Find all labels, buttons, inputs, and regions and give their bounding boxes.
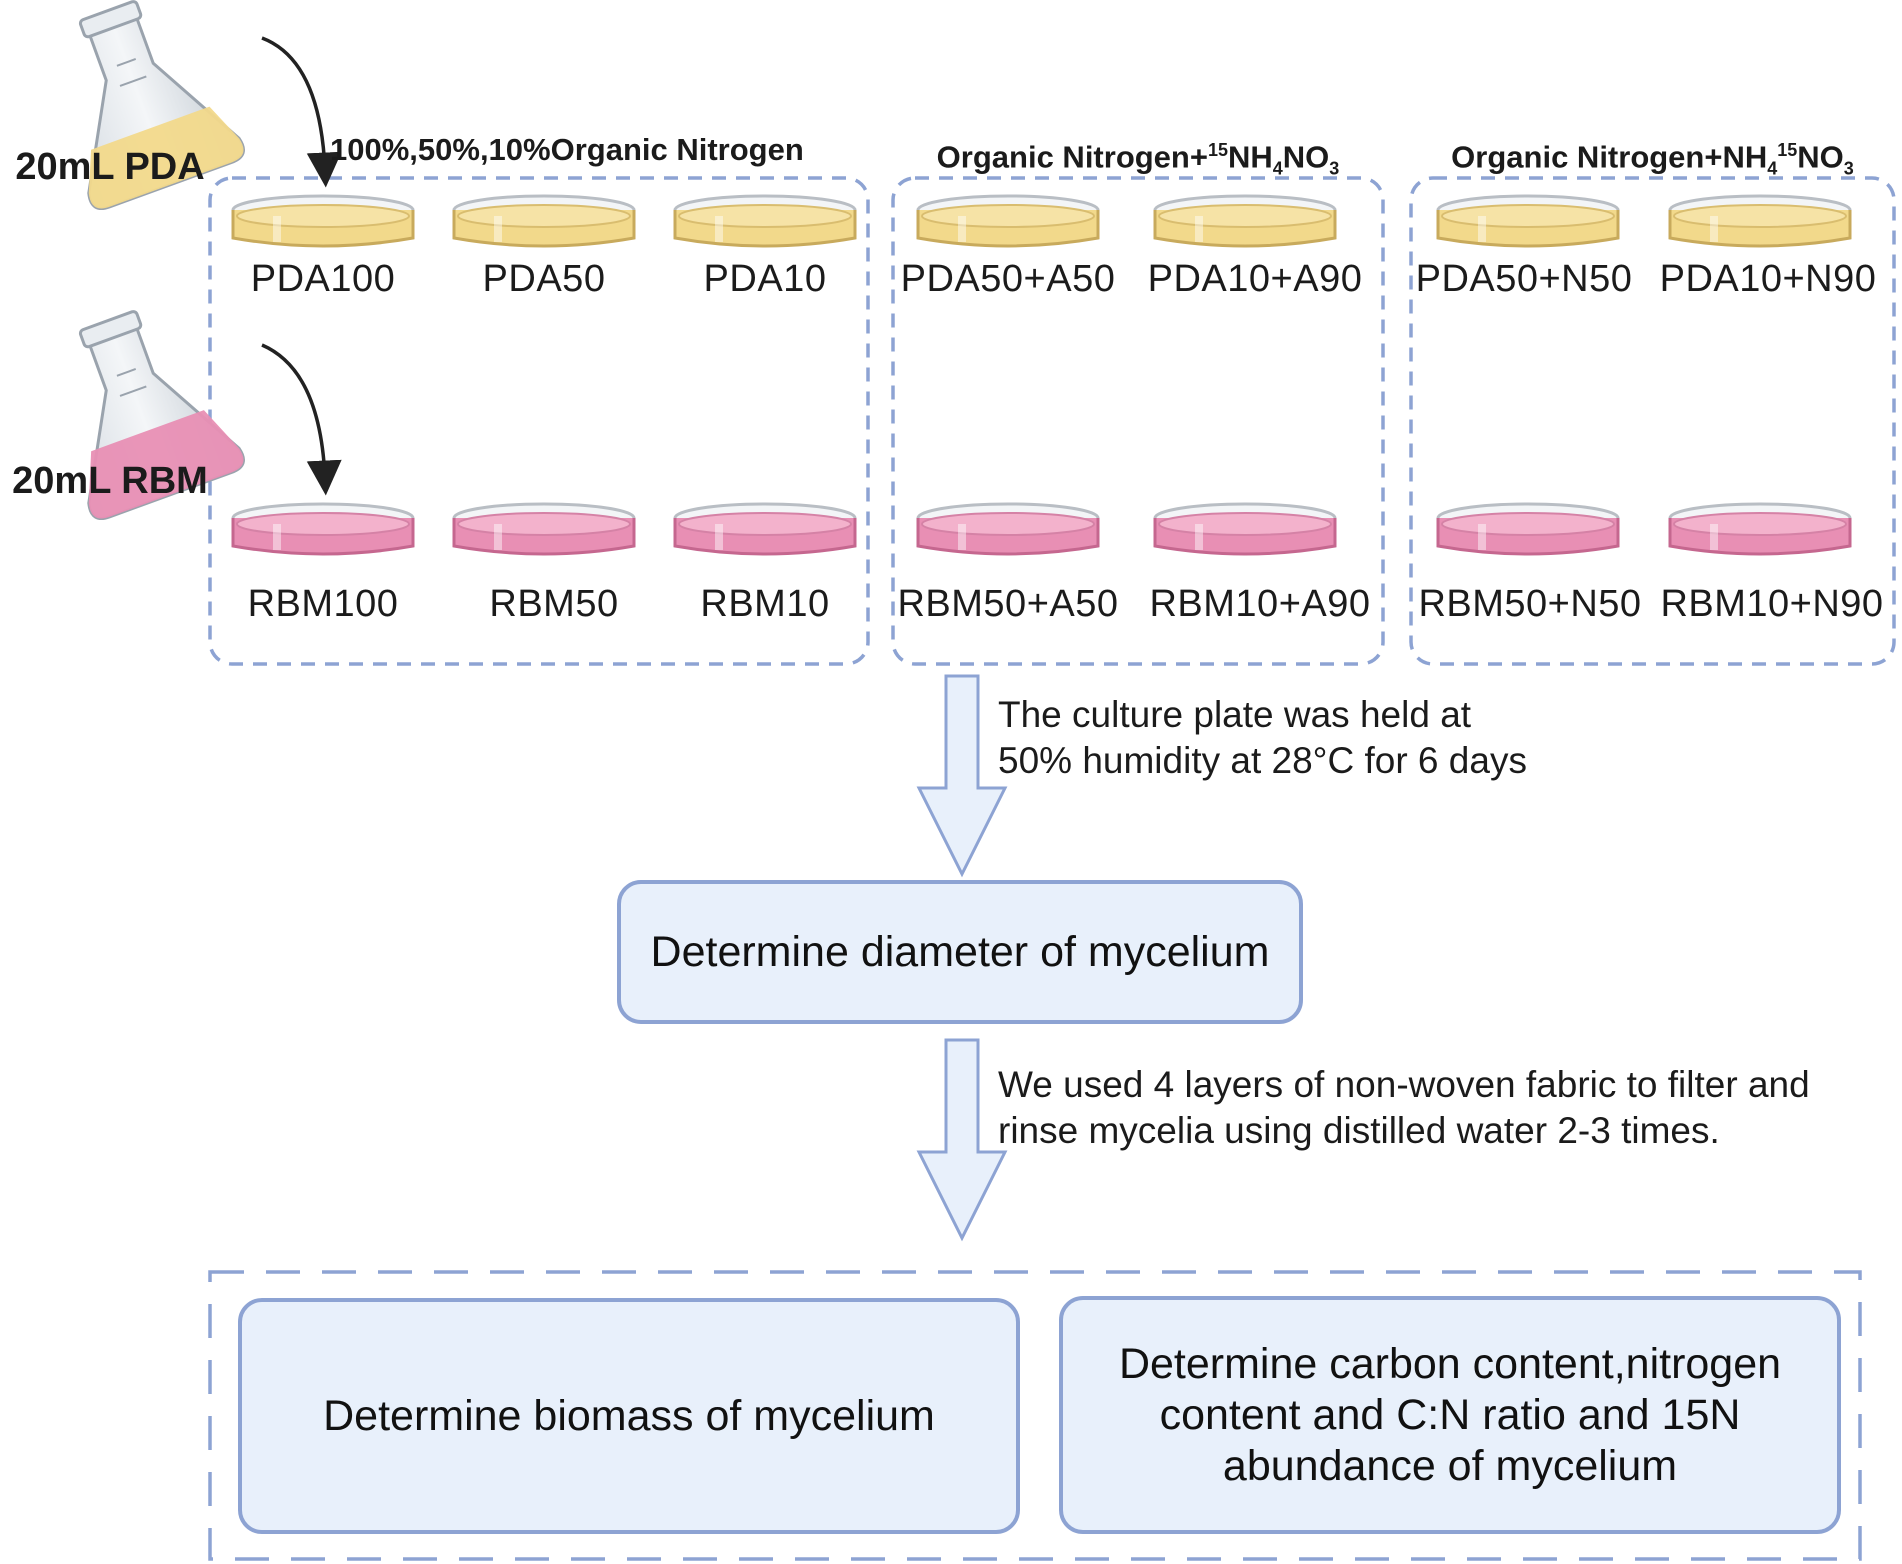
- filter-note-line: We used 4 layers of non-woven fabric to …: [998, 1064, 1810, 1105]
- petri-dish-pda50: [452, 194, 636, 248]
- pda-flask-icon: [78, 0, 245, 211]
- group-frame-15no3: [1409, 176, 1896, 666]
- results-frame: [208, 1270, 1862, 1561]
- plate-label-pda50-a50: PDA50+A50: [900, 258, 1116, 300]
- group-title-organic: 100%,50%,10%Organic Nitrogen: [330, 132, 804, 167]
- petri-dish-pda50-a50: [916, 194, 1100, 248]
- rbm-pour-arrow: [261, 343, 342, 496]
- incubation-note: The culture plate was held at 50% humidi…: [998, 692, 1527, 784]
- incubation-note-line: 50% humidity at 28°C for 6 days: [998, 740, 1527, 781]
- group-title-15no3: Organic Nitrogen+NH415NO3: [1451, 139, 1854, 179]
- block-arrow-filter: [916, 1038, 1008, 1242]
- plate-label-pda50: PDA50: [482, 258, 606, 300]
- petri-dish-rbm10: [673, 502, 857, 556]
- petri-dish-pda100: [231, 194, 415, 248]
- petri-dish-pda50-n50: [1436, 194, 1620, 248]
- block-arrow-incubation: [916, 674, 1008, 878]
- group-frame-15nh4: [891, 176, 1385, 666]
- plate-label-rbm10-a90: RBM10+A90: [1149, 583, 1371, 625]
- plate-label-rbm100: RBM100: [247, 583, 399, 625]
- biomass-step-label: Determine biomass of mycelium: [323, 1391, 935, 1440]
- petri-dish-rbm50-a50: [916, 502, 1100, 556]
- rbm-flask-label: 20mL RBM: [12, 460, 208, 502]
- plate-label-pda100: PDA100: [250, 258, 396, 300]
- plate-label-rbm50: RBM50: [489, 583, 619, 625]
- diameter-step-label: Determine diameter of mycelium: [650, 927, 1270, 976]
- plate-label-pda10: PDA10: [703, 258, 827, 300]
- petri-dish-rbm10-a90: [1153, 502, 1337, 556]
- pda-pour-arrow: [261, 36, 342, 188]
- plate-label-rbm10-n90: RBM10+N90: [1660, 583, 1884, 625]
- group-title-15nh4: Organic Nitrogen+15NH4NO3: [936, 139, 1340, 179]
- filter-note: We used 4 layers of non-woven fabric to …: [998, 1062, 1810, 1154]
- content-step-box: Determine carbon content,nitrogen conten…: [1059, 1296, 1841, 1534]
- pda-flask-label: 20mL PDA: [15, 146, 205, 188]
- petri-dish-rbm50: [452, 502, 636, 556]
- petri-dish-rbm50-n50: [1436, 502, 1620, 556]
- petri-dish-pda10-a90: [1153, 194, 1337, 248]
- biomass-step-box: Determine biomass of mycelium: [238, 1298, 1020, 1534]
- filter-note-line: rinse mycelia using distilled water 2-3 …: [998, 1110, 1720, 1151]
- petri-dish-rbm100: [231, 502, 415, 556]
- plate-label-rbm10: RBM10: [700, 583, 830, 625]
- plate-label-rbm50-n50: RBM50+N50: [1418, 583, 1642, 625]
- petri-dish-rbm10-n90: [1668, 502, 1852, 556]
- plate-label-pda10-n90: PDA10+N90: [1659, 258, 1877, 300]
- plate-label-rbm50-a50: RBM50+A50: [897, 583, 1119, 625]
- plate-label-pda50-n50: PDA50+N50: [1415, 258, 1633, 300]
- petri-dish-pda10: [673, 194, 857, 248]
- incubation-note-line: The culture plate was held at: [998, 694, 1472, 735]
- petri-dish-pda10-n90: [1668, 194, 1852, 248]
- diameter-step-box: Determine diameter of mycelium: [617, 880, 1303, 1024]
- plate-label-pda10-a90: PDA10+A90: [1147, 258, 1363, 300]
- rbm-flask-icon: [78, 310, 245, 521]
- content-step-label: Determine carbon content,nitrogen conten…: [1118, 1339, 1782, 1490]
